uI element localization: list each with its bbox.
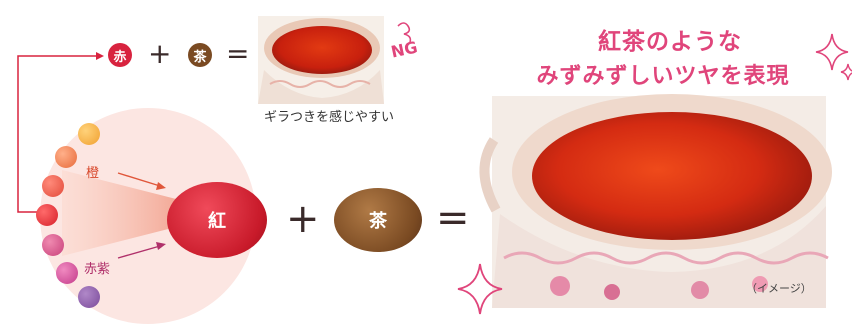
palette-swatch-red [36, 204, 58, 226]
small-image-caption: ギラつきを感じやすい [263, 110, 394, 125]
palette-label-orange: 橙 [86, 166, 100, 181]
headline-line-1: 紅茶のような [598, 28, 742, 55]
top-equals-sign: = [226, 37, 250, 70]
sparkle-small-icon [840, 63, 852, 81]
big-brown-label: 茶 [369, 211, 387, 232]
main-plus-sign: + [286, 196, 320, 242]
sparkle-large-icon [457, 263, 503, 315]
palette-swatch-purple [78, 286, 100, 308]
palette-swatch-pink-magenta [56, 262, 78, 284]
bracket-line [17, 55, 96, 213]
big-brown-circle: 茶 [334, 188, 422, 252]
badge-brown: 茶 [188, 43, 212, 67]
palette-swatch-orange [55, 146, 77, 168]
orange-arrow [117, 172, 161, 187]
big-red-label: 紅 [208, 211, 226, 232]
ng-squiggle-icon [397, 22, 412, 43]
orange-arrowhead [156, 182, 166, 190]
magenta-arrow [117, 245, 161, 259]
bracket-arrowhead [96, 52, 104, 60]
badge-red: 赤 [108, 43, 132, 67]
palette-swatch-yellow-orange [78, 123, 100, 145]
color-mix-cone [62, 170, 180, 256]
palette-label-magenta: 赤紫 [84, 262, 111, 277]
palette-swatch-rose [42, 234, 64, 256]
top-plus-sign: + [148, 37, 172, 70]
small-tea-image [258, 16, 384, 104]
image-note: （イメージ） [746, 282, 812, 295]
magenta-arrowhead [156, 242, 166, 250]
main-equals-sign: = [436, 195, 470, 241]
palette-swatch-coral [42, 175, 64, 197]
big-red-circle: 紅 [167, 182, 267, 258]
headline-line-2: みずみずしいツヤを表現 [536, 63, 790, 89]
big-tea-image [479, 94, 832, 308]
sparkle-icon [815, 33, 849, 71]
